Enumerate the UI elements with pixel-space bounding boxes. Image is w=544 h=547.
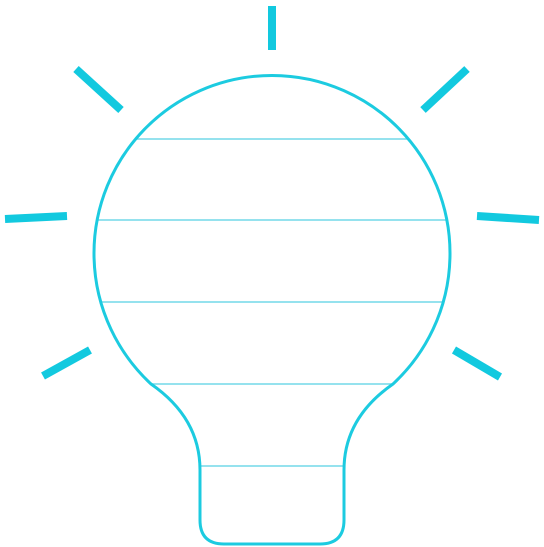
bulb-outline bbox=[92, 74, 452, 546]
light-ray bbox=[73, 66, 124, 113]
light-ray bbox=[476, 212, 540, 224]
light-ray bbox=[420, 66, 470, 113]
light-ray bbox=[451, 346, 503, 381]
bulb-bands bbox=[94, 138, 451, 467]
light-ray bbox=[41, 346, 92, 380]
light-rays bbox=[4, 6, 540, 381]
light-ray bbox=[4, 212, 68, 223]
